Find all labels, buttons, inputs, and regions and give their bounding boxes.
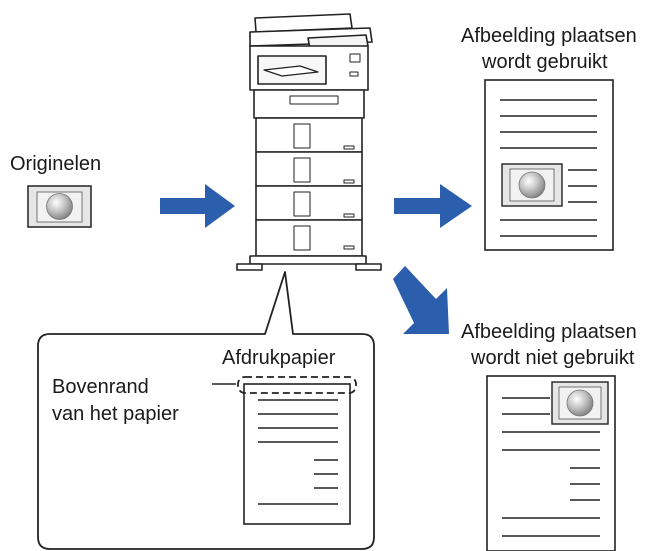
photo-icon-used	[501, 163, 563, 207]
print-paper-label: Afdrukpapier	[222, 347, 336, 369]
photo-icon-not-used	[551, 381, 609, 425]
arrow-down-right-icon	[393, 266, 449, 334]
original-photo-icon	[27, 185, 92, 228]
used-label-line2: wordt gebruikt	[481, 51, 608, 73]
not-used-label-line2: wordt niet gebruikt	[470, 347, 635, 369]
top-edge-label-line2: van het papier	[52, 403, 179, 425]
document-icon-used	[484, 79, 614, 251]
top-edge-highlight	[237, 376, 357, 394]
not-used-label-line1: Afbeelding plaatsen	[461, 321, 637, 343]
copier-icon	[236, 13, 382, 271]
print-paper-icon	[237, 376, 357, 525]
used-label-line1: Afbeelding plaatsen	[461, 25, 637, 47]
top-edge-label-line1: Bovenrand	[52, 376, 149, 398]
originals-label: Originelen	[10, 153, 101, 175]
arrow-right-icon-2	[394, 184, 472, 228]
document-icon-not-used	[486, 375, 616, 551]
arrow-right-icon	[160, 184, 235, 228]
